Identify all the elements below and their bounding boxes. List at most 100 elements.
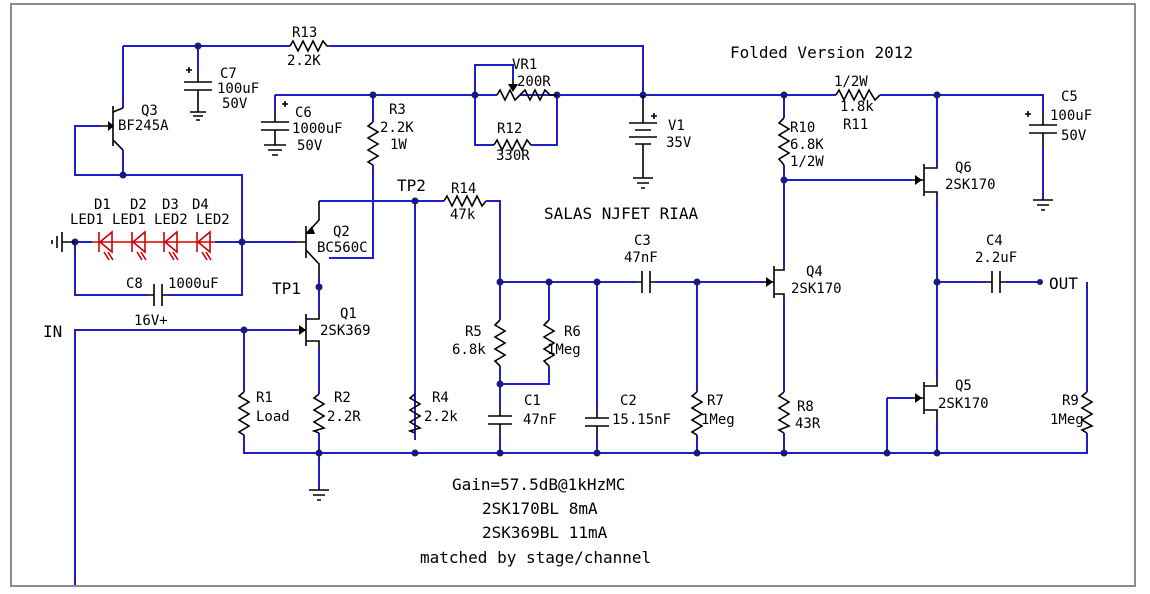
q4-part: 2SK170 (791, 281, 842, 297)
r4-ref: R4 (432, 390, 449, 406)
r8-ref: R8 (797, 399, 814, 415)
r3-value: 2.2K (380, 120, 414, 136)
ground-symbols (51, 199, 1053, 501)
r5-value: 6.8k (452, 342, 486, 358)
c7-value: 100uF (217, 81, 259, 97)
r3-ref: R3 (389, 102, 406, 118)
r9-ref: R9 (1062, 393, 1079, 409)
led-d2 (131, 230, 147, 261)
r12-ref: R12 (497, 121, 522, 137)
r7-value: 1Meg (701, 412, 735, 428)
version-note: Folded Version 2012 (730, 43, 913, 62)
v1-ref: V1 (668, 118, 685, 134)
r6-ref: R6 (564, 324, 581, 340)
r9-value: 1Meg (1050, 412, 1084, 428)
component-labels: Folded Version 2012 SALAS NJFET RIAA R13… (43, 25, 1092, 432)
in-label: IN (43, 322, 62, 341)
c5-value: 100uF (1050, 108, 1092, 124)
r5-ref: R5 (465, 324, 482, 340)
resistor-symbols (237, 39, 1094, 436)
c7-ref: C7 (220, 66, 237, 82)
r12-value: 330R (496, 148, 530, 164)
vr1-value: 200R (517, 74, 551, 90)
capacitor-symbols (148, 67, 1057, 437)
d4-part: LED2 (196, 212, 230, 228)
r10-ref: R10 (790, 120, 815, 136)
r13-ref: R13 (292, 25, 317, 41)
transistor-q6 (912, 164, 938, 197)
led-d3 (163, 230, 179, 261)
r6-value: 1Meg (547, 342, 581, 358)
battery-v1 (629, 95, 657, 189)
c5-ref: C5 (1061, 89, 1078, 105)
r11-power: 1/2W (834, 74, 868, 90)
c6-value: 1000uF (292, 121, 343, 137)
junction-dots (71, 42, 1043, 457)
c3-ref: C3 (634, 233, 651, 249)
q6-ref: Q6 (955, 160, 972, 176)
c4-ref: C4 (986, 233, 1003, 249)
note-gain: Gain=57.5dB@1kHzMC (452, 475, 625, 494)
note-2sk170: 2SK170BL 8mA (482, 499, 598, 518)
q2-part: BC560C (317, 240, 368, 256)
c7-voltage: 50V (222, 96, 248, 112)
q2-ref: Q2 (333, 224, 350, 240)
q3-part: BF245A (118, 118, 169, 134)
c3-value: 47nF (624, 250, 658, 266)
c6-voltage: 50V (297, 138, 323, 154)
r1-value: Load (256, 409, 290, 425)
c4-value: 2.2uF (975, 250, 1017, 266)
led-string (92, 230, 215, 261)
r8-value: 43R (795, 416, 821, 432)
c5-voltage: 50V (1061, 128, 1087, 144)
r10-power: 1/2W (790, 154, 824, 170)
d1-part: LED1 (70, 212, 104, 228)
transistor-q3 (100, 106, 124, 151)
q4-ref: Q4 (806, 264, 823, 280)
d3-ref: D3 (162, 197, 179, 213)
note-matched: matched by stage/channel (420, 548, 651, 567)
c8-value: 1000uF (168, 276, 219, 292)
tp1-label: TP1 (272, 279, 301, 298)
transistor-q1 (296, 312, 320, 348)
c2-value: 15.15nF (612, 412, 671, 428)
d2-part: LED1 (112, 212, 146, 228)
v1-value: 35V (666, 135, 692, 151)
r2-ref: R2 (334, 390, 351, 406)
d1-ref: D1 (94, 197, 111, 213)
notes: Gain=57.5dB@1kHzMC 2SK170BL 8mA 2SK369BL… (420, 475, 651, 567)
transistor-q5 (912, 380, 938, 420)
r11-ref: R11 (843, 117, 868, 133)
c2-ref: C2 (620, 393, 637, 409)
r10-value: 6.8K (790, 137, 824, 153)
r14-ref: R14 (451, 181, 476, 197)
d3-part: LED2 (154, 212, 188, 228)
out-label: OUT (1049, 274, 1078, 293)
c1-ref: C1 (524, 393, 541, 409)
r1-ref: R1 (256, 390, 273, 406)
r11-value: 1.8k (840, 99, 874, 115)
r7-ref: R7 (707, 393, 724, 409)
transistor-q4 (764, 265, 785, 299)
c8-ref: C8 (126, 276, 143, 292)
r13-value: 2.2K (287, 53, 321, 69)
r3-power: 1W (390, 137, 407, 153)
note-2sk369: 2SK369BL 11mA (482, 523, 608, 542)
q5-ref: Q5 (955, 378, 972, 394)
c8-voltage: 16V+ (134, 313, 168, 329)
transistor-q2 (296, 201, 320, 277)
led-d1 (98, 230, 114, 261)
d2-ref: D2 (130, 197, 147, 213)
circuit-title: SALAS NJFET RIAA (544, 204, 698, 223)
r14-value: 47k (450, 207, 476, 223)
r4-value: 2.2k (424, 409, 458, 425)
vr1-ref: VR1 (512, 57, 537, 73)
r2-value: 2.2R (327, 409, 361, 425)
q3-ref: Q3 (141, 103, 158, 119)
c1-value: 47nF (523, 412, 557, 428)
c6-ref: C6 (295, 105, 312, 121)
q1-ref: Q1 (340, 306, 357, 322)
q5-part: 2SK170 (938, 396, 989, 412)
q6-part: 2SK170 (945, 177, 996, 193)
